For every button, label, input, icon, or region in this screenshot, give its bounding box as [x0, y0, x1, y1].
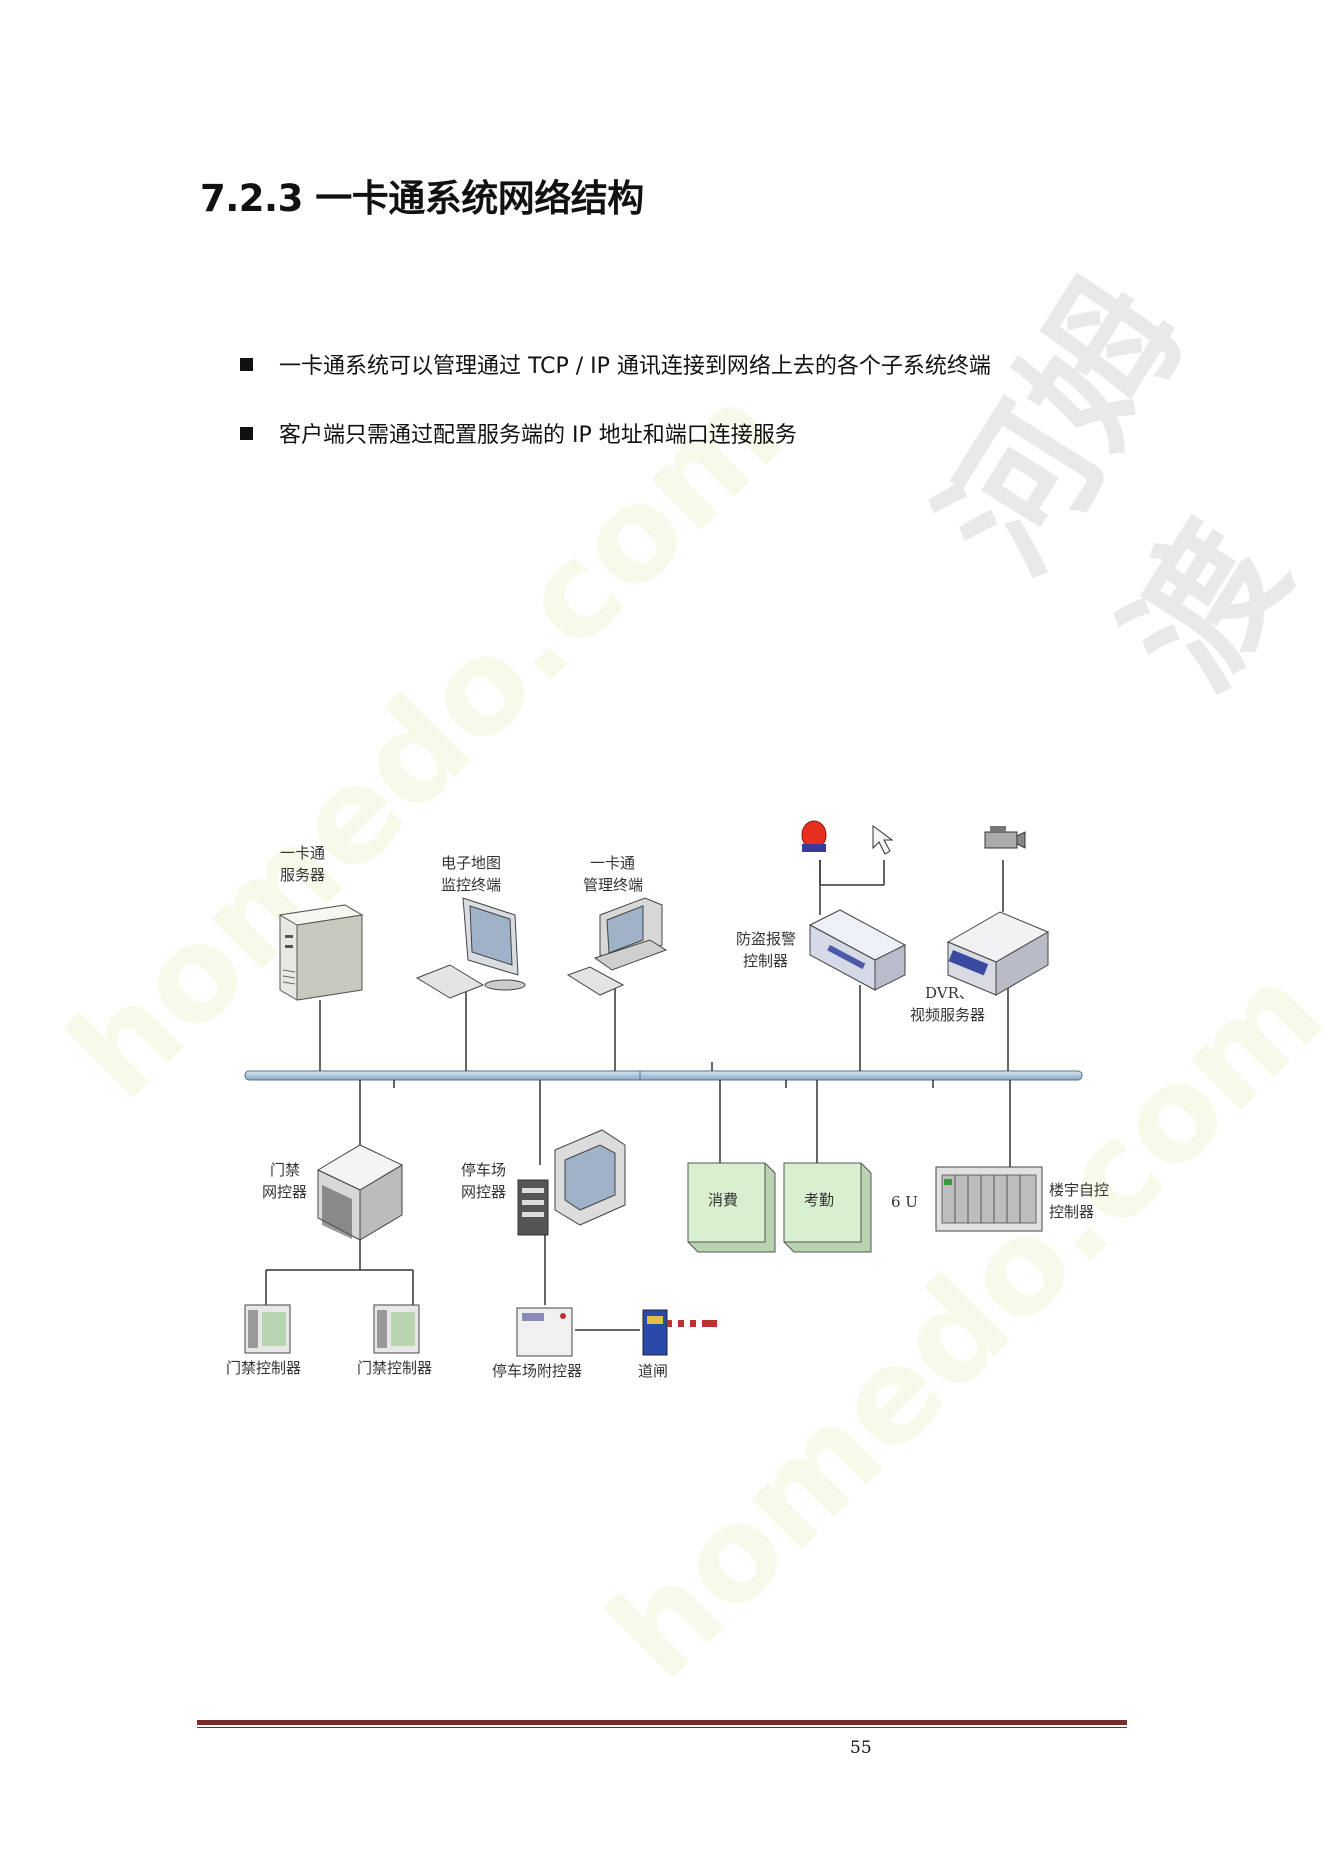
parking-net-label-line2: 网控器: [461, 1183, 506, 1201]
mgmt-terminal-label-line2: 管理终端: [583, 876, 643, 894]
bullet-text: 一卡通系统可以管理通过 TCP / IP 通讯连接到网络上去的各个子系统终端: [279, 354, 991, 379]
attendance-terminal-box: [783, 1162, 872, 1253]
dvr-label-line1: DVR、: [925, 984, 974, 1002]
alarm-label-line1: 防盗报警: [736, 930, 796, 948]
building-label-line1: 楼宇自控: [1049, 1181, 1109, 1199]
barrier-label: 道闸: [638, 1362, 668, 1380]
barrier-gate-icon: [642, 1309, 717, 1356]
pointer-icon: [872, 825, 894, 855]
footer-rule-thin: [197, 1727, 1127, 1728]
parking-aux-label: 停车场附控器: [492, 1362, 582, 1380]
map-terminal-label-line2: 监控终端: [441, 876, 501, 894]
network-bus: [244, 1070, 1083, 1081]
rack-units-label: 6 U: [891, 1193, 918, 1211]
alarm-label-line2: 控制器: [743, 952, 788, 970]
connectors: [265, 860, 1011, 1331]
building-label-line2: 控制器: [1049, 1203, 1094, 1221]
bullet-item: 客户端只需通过配置服务端的 IP 地址和端口连接服务: [240, 417, 797, 449]
monitor-keyboard-icon: [415, 897, 526, 999]
alarm-controller-icon: [808, 909, 907, 991]
dvr-label-line2: 视频服务器: [910, 1006, 985, 1024]
footer-rule: [197, 1720, 1127, 1725]
access-net-label-line2: 网控器: [262, 1183, 307, 1201]
mgmt-terminal-label-line1: 一卡通: [590, 854, 635, 872]
server-label-line2: 服务器: [280, 866, 325, 884]
parking-network-controller-icon: [517, 1129, 626, 1236]
alarm-light-icon: [801, 820, 827, 852]
access-ctrl-2-label: 门禁控制器: [357, 1359, 432, 1377]
section-heading: 7.2.3 一卡通系统网络结构: [200, 177, 644, 220]
server-label-line1: 一卡通: [280, 844, 325, 862]
bullet-text: 客户端只需通过配置服务端的 IP 地址和端口连接服务: [279, 423, 797, 448]
dvr-server-icon: [946, 911, 1050, 996]
square-bullet-icon: [240, 358, 253, 371]
access-ctrl-1-label: 门禁控制器: [226, 1359, 301, 1377]
bullet-item: 一卡通系统可以管理通过 TCP / IP 通讯连接到网络上去的各个子系统终端: [240, 348, 991, 380]
consume-terminal-box: [687, 1162, 776, 1253]
building-controller-rack-icon: [935, 1166, 1043, 1232]
server-icon: [278, 904, 364, 1001]
desktop-computer-icon: [566, 897, 668, 996]
access-controller-icon: [244, 1304, 291, 1354]
video-camera-icon: [984, 826, 1026, 849]
access-controller-icon: [373, 1304, 420, 1354]
parking-aux-controller-icon: [516, 1307, 573, 1357]
page-number: 55: [850, 1738, 872, 1758]
access-net-label-line1: 门禁: [270, 1161, 300, 1179]
square-bullet-icon: [240, 427, 253, 440]
parking-net-label-line1: 停车场: [461, 1161, 506, 1179]
attendance-label: 考勤: [804, 1191, 834, 1209]
consume-label: 消費: [708, 1191, 738, 1209]
map-terminal-label-line1: 电子地图: [441, 854, 501, 872]
access-network-controller-icon: [316, 1144, 404, 1241]
